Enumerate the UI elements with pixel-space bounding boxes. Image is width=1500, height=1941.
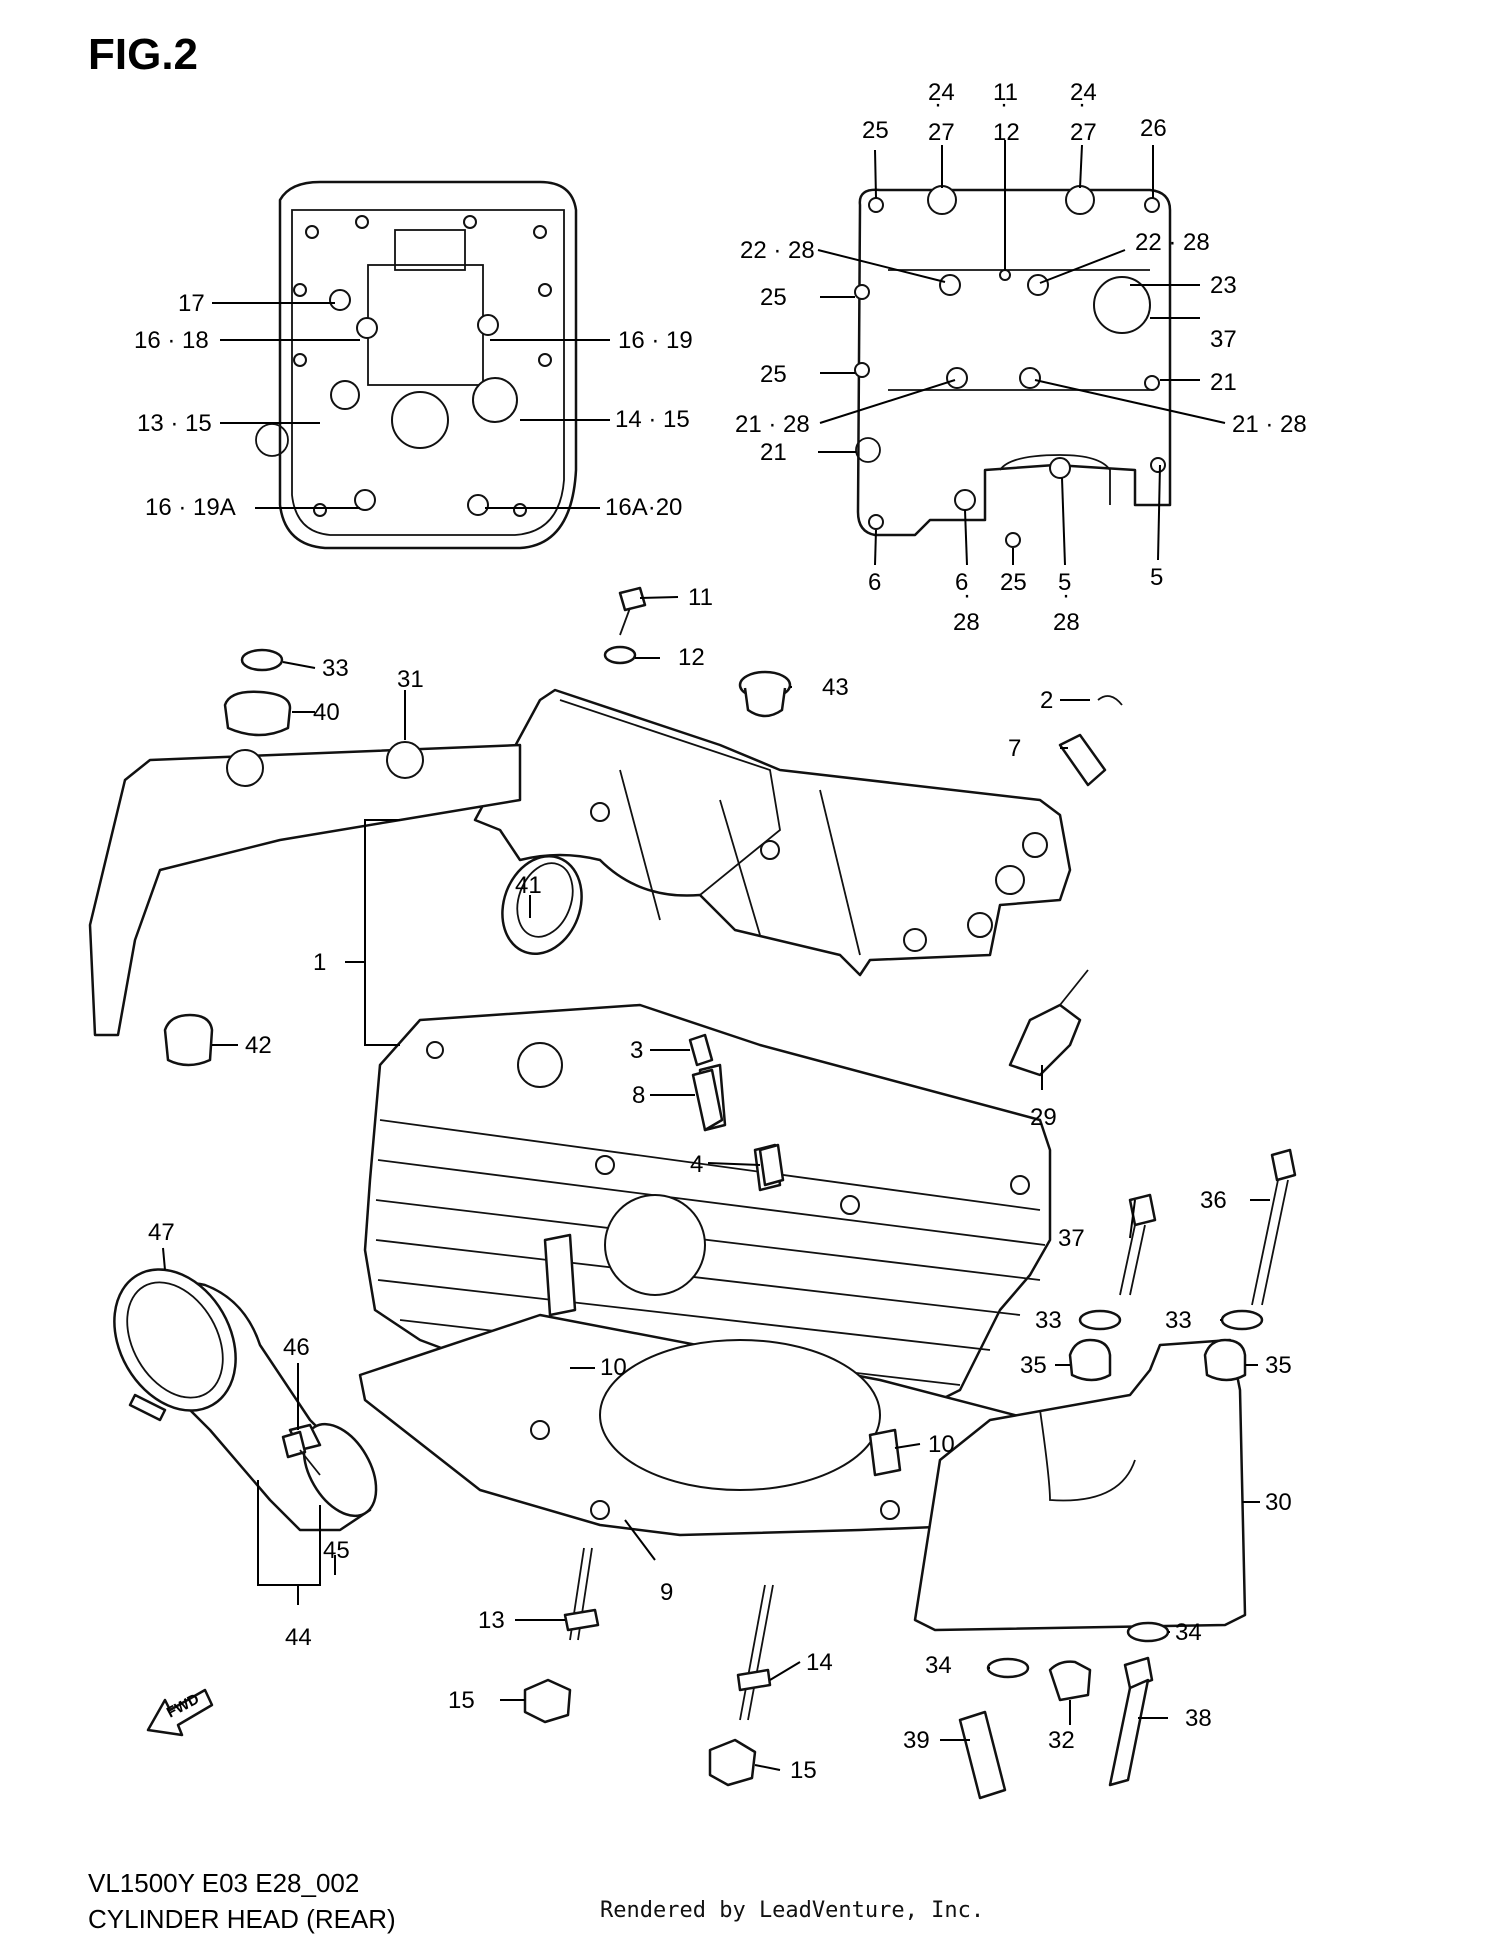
callout-38: 38 — [1185, 1705, 1212, 1732]
callout-25-upper: 25 — [760, 284, 787, 311]
callout-41: 41 — [515, 872, 542, 899]
callout-24-left: 24 — [928, 79, 955, 106]
callout-10-right: 10 — [928, 1431, 955, 1458]
callout-32: 32 — [1048, 1727, 1075, 1754]
svg-text:·: · — [1062, 582, 1070, 609]
callout-11: 11 — [688, 584, 713, 611]
callout-15-left: 15 — [448, 1687, 475, 1714]
callout-35-right: 35 — [1265, 1352, 1292, 1379]
callout-43: 43 — [822, 674, 849, 701]
callout-25-bottom: 25 — [1000, 569, 1027, 596]
callout-22-28-left: 22 · 28 — [740, 237, 815, 264]
callout-15-right: 15 — [790, 1757, 817, 1784]
callout-33-mid: 33 — [1035, 1307, 1062, 1334]
callout-6-left: 6 — [868, 569, 881, 596]
callout-27-left: 27 — [928, 119, 955, 146]
callout-28-right: 28 — [1053, 609, 1080, 636]
callout-28-left: 28 — [953, 609, 980, 636]
callout-24-right: 24 — [1070, 79, 1097, 106]
callout-14-15: 14 · 15 — [615, 406, 690, 433]
callout-30: 30 — [1265, 1489, 1292, 1516]
leader-lines — [162, 140, 1270, 1771]
cylinder-head-cover — [473, 688, 1072, 977]
callout-36: 36 — [1200, 1187, 1227, 1214]
callout-34-right: 34 — [1175, 1619, 1202, 1646]
callout-3: 3 — [630, 1037, 643, 1064]
callout-25-top: 25 — [862, 117, 889, 144]
callout-16A-20: 16A·20 — [605, 494, 682, 521]
cylinder-head-top-view — [255, 180, 578, 550]
callout-21-left: 21 — [760, 439, 787, 466]
callout-16-19A: 16 · 19A — [145, 494, 236, 521]
callout-45: 45 — [323, 1537, 350, 1564]
callout-16-19: 16 · 19 — [618, 327, 693, 354]
callout-4: 4 — [690, 1151, 703, 1178]
callout-12-top: 12 — [993, 119, 1020, 146]
render-credit: Rendered by LeadVenture, Inc. — [600, 1898, 985, 1923]
callout-13-15: 13 · 15 — [137, 410, 212, 437]
callout-7: 7 — [1008, 735, 1021, 762]
callout-1: 1 — [313, 949, 326, 976]
svg-text:·: · — [1078, 91, 1086, 118]
callout-29: 29 — [1030, 1104, 1057, 1131]
callout-46: 46 — [283, 1334, 310, 1361]
callout-23: 23 — [1210, 272, 1237, 299]
callout-33-right: 33 — [1165, 1307, 1192, 1334]
callout-6-right: 6 — [955, 569, 968, 596]
callout-9: 9 — [660, 1579, 673, 1606]
callout-47: 47 — [148, 1219, 175, 1246]
callout-14: 14 — [806, 1649, 833, 1676]
callout-39: 39 — [903, 1727, 930, 1754]
callout-12: 12 — [678, 644, 705, 671]
callout-31: 31 — [397, 666, 424, 693]
callout-5-right: 5 — [1150, 564, 1163, 591]
callout-11-top: 11 — [993, 79, 1018, 106]
svg-text:·: · — [934, 91, 942, 118]
callout-40: 40 — [313, 699, 340, 726]
callout-35-left: 35 — [1020, 1352, 1047, 1379]
callout-33-top: 33 — [322, 655, 349, 682]
callout-27-right: 27 — [1070, 119, 1097, 146]
callout-26: 26 — [1140, 115, 1167, 142]
intake-pipe-44 — [113, 1268, 378, 1532]
callout-42: 42 — [245, 1032, 272, 1059]
callout-44: 44 — [285, 1624, 312, 1651]
callout-37: 37 — [1058, 1225, 1085, 1252]
callout-17: 17 — [178, 290, 205, 317]
callout-16-18: 16 · 18 — [134, 327, 209, 354]
callout-13: 13 — [478, 1607, 505, 1634]
callout-10-left: 10 — [600, 1354, 627, 1381]
callout-21-28-left: 21 · 28 — [735, 411, 810, 438]
svg-text:·: · — [963, 582, 971, 609]
callout-8: 8 — [632, 1082, 645, 1109]
forward-direction-arrow: FWD — [146, 1688, 214, 1737]
callout-25-lower: 25 — [760, 361, 787, 388]
svg-text:·: · — [1000, 91, 1008, 118]
callout-37-top: 37 — [1210, 326, 1237, 353]
callout-22-28-right: 22 · 28 — [1135, 229, 1210, 256]
callout-labels: 17 16 · 18 13 · 15 16 · 19A 16 · 19 14 ·… — [134, 79, 1307, 1784]
figure-title: FIG.2 — [88, 30, 199, 79]
heat-shield-31 — [88, 741, 522, 1037]
callout-21-28-right: 21 · 28 — [1232, 411, 1307, 438]
callout-5-left: 5 — [1058, 569, 1071, 596]
callout-34-left: 34 — [925, 1652, 952, 1679]
callout-2: 2 — [1040, 687, 1053, 714]
callout-21-right: 21 — [1210, 369, 1237, 396]
head-cover-bottom-view — [854, 185, 1172, 548]
model-code: VL1500Y E03 E28_002 — [88, 1868, 360, 1898]
figure-name: CYLINDER HEAD (REAR) — [88, 1904, 396, 1934]
